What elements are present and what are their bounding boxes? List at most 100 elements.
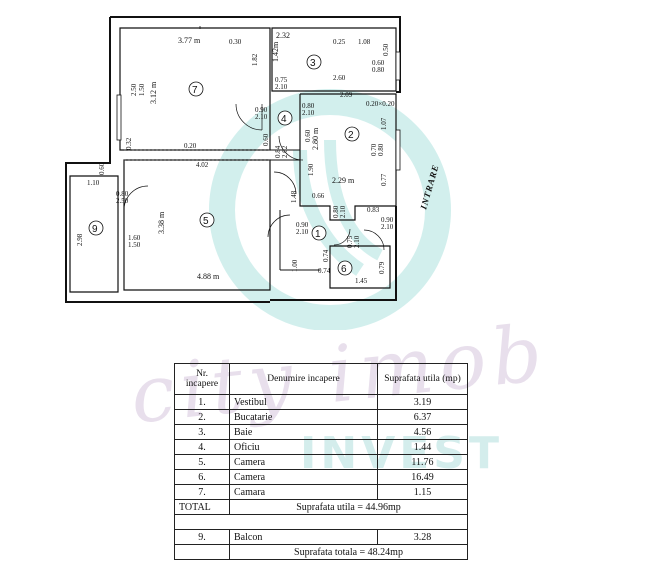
row-nr: 5. — [174, 454, 230, 470]
total-label: TOTAL — [174, 499, 230, 515]
grand-total-row: Suprafata totala = 48.24mp — [174, 544, 468, 560]
dim-r9-top: 1.10 — [87, 179, 100, 187]
room-number-4: 4 — [281, 114, 287, 125]
room-number-9: 9 — [92, 224, 98, 235]
grand-total-spacer — [174, 544, 230, 560]
dim-r5-left-small: 0.32 — [125, 137, 133, 150]
row-area: 3.19 — [377, 394, 468, 410]
dim-r5-top-small: 0.30 — [229, 38, 242, 46]
dim-r4-low-b: 0.66 — [312, 192, 325, 200]
row-name: Oficiu — [229, 439, 378, 455]
row-nr: 2. — [174, 409, 230, 425]
dim-r3-top: 2.32 — [276, 31, 290, 40]
table-row: 4. Oficiu 1.44 — [174, 439, 468, 455]
table-row: 2. Bucatarie 6.37 — [174, 409, 468, 425]
row-area: 1.44 — [377, 439, 468, 455]
dim-r3-top-b: 1.08 — [358, 38, 371, 46]
dim-r3-top-a: 0.25 — [333, 38, 346, 46]
dim-r4-door-b: 2.10 — [255, 113, 268, 121]
row-name: Camera — [229, 454, 378, 470]
dim-r4-door2-a: 0.80 — [302, 102, 315, 110]
dim-r5-window-a: 2.50 — [130, 83, 138, 96]
dim-r9-height: 2.98 — [76, 233, 84, 246]
dim-r3-right: 0.50 — [382, 43, 390, 56]
dim-r1-door-b: 2.10 — [296, 228, 309, 236]
row-nr: 7. — [174, 484, 230, 500]
balcony-row: 9. Balcon 3.28 — [174, 529, 468, 545]
dim-r6-top: 4.02 — [196, 161, 209, 169]
row-nr: 1. — [174, 394, 230, 410]
watermark-logo — [209, 89, 451, 330]
dim-r1-small-a: 0.74 — [322, 249, 330, 262]
room-number-2: 2 — [348, 130, 354, 141]
windows — [116, 26, 401, 171]
dim-r2-width: 2.29 m — [332, 176, 355, 185]
dim-r4-left-a: 0.60 — [262, 133, 270, 146]
dim-r6-height: 3.38 m — [157, 211, 166, 234]
dim-r4-vertical: 1.90 — [307, 163, 315, 176]
dim-r5-window-b: 1.50 — [138, 83, 146, 96]
dim-r5-bottom-small: 0.20 — [184, 142, 197, 150]
dim-r3-bottom: 2.60 — [333, 74, 346, 82]
spacer-row — [174, 514, 468, 530]
dim-r1-door2-a: 0.80 — [332, 205, 340, 218]
room-number-7: 6 — [341, 264, 347, 275]
dim-r2-win-b: 0.80 — [377, 143, 385, 156]
table-header-row: Nr. incapere Denumire incapere Suprafata… — [174, 363, 468, 395]
dim-r2-top: 2.09 — [340, 91, 353, 99]
dim-r2-top-small: 0.20×0.20 — [366, 100, 395, 108]
row-name: Vestibul — [229, 394, 378, 410]
floor-plan: 7 3 2 4 5 9 1 6 INTRARE 3.77 m 0.30 3.12… — [65, 16, 451, 330]
dim-r4-mid-a: 0.84 — [274, 145, 282, 158]
dim-r7-height: 0.79 — [378, 261, 386, 274]
row-area: 1.15 — [377, 484, 468, 500]
dim-r1-left: 1.00 — [291, 259, 299, 272]
dim-r2-right-a: 1.07 — [380, 117, 388, 130]
table-row: 6. Camera 16.49 — [174, 469, 468, 485]
header-name: Denumire incapere — [229, 363, 378, 395]
dim-r6-door-a: 0.80 — [116, 190, 129, 198]
dim-r6-left: 0.60 — [98, 162, 106, 175]
table-row: 3. Baie 4.56 — [174, 424, 468, 440]
dim-r3-win-a: 0.60 — [372, 59, 385, 67]
door-swings — [123, 103, 385, 251]
dim-r3-door-a: 0.75 — [275, 76, 288, 84]
row-name: Baie — [229, 424, 378, 440]
dash-lines — [124, 149, 270, 161]
dim-r2-win-a: 0.70 — [370, 143, 378, 156]
dim-r4-door2-b: 2.10 — [302, 109, 315, 117]
row-area: 16.49 — [377, 469, 468, 485]
header-area: Suprafata utila (mp) — [377, 363, 468, 395]
dim-r2-height: 2.80 m — [311, 127, 320, 150]
balcony-name: Balcon — [229, 529, 378, 545]
dim-r4-mid-b: 2.02 — [281, 145, 289, 158]
dim-r4-door-a: 0.90 — [255, 106, 268, 114]
dim-r3-door-b: 2.10 — [275, 83, 288, 91]
dim-r7-width: 1.45 — [355, 277, 368, 285]
row-area: 4.56 — [377, 424, 468, 440]
room-number-5: 7 — [192, 85, 198, 96]
dim-r4-left-b: 0.60 — [304, 129, 312, 142]
room-number-3: 3 — [310, 58, 316, 69]
dim-r1-entry-b: 2.10 — [381, 223, 394, 231]
dim-r3-win-b: 0.80 — [372, 66, 385, 74]
table-row: 1. Vestibul 3.19 — [174, 394, 468, 410]
dim-r7-door-b: 2.10 — [353, 235, 361, 248]
row-name: Camera — [229, 469, 378, 485]
dim-r6-win-b: 1.50 — [128, 241, 141, 249]
dim-r1-right: 0.83 — [367, 206, 380, 214]
row-area: 6.37 — [377, 409, 468, 425]
dim-r5-width: 3.77 m — [178, 36, 201, 45]
dim-r3-left: 1.42m — [271, 41, 280, 62]
balcony-nr: 9. — [174, 529, 230, 545]
dim-r6-door-b: 2.50 — [116, 197, 129, 205]
dim-r4-low: 1.48 — [290, 190, 298, 203]
grand-total-text: Suprafata totala = 48.24mp — [229, 544, 468, 560]
row-area: 11.76 — [377, 454, 468, 470]
row-nr: 6. — [174, 469, 230, 485]
header-nr: Nr. incapere — [174, 363, 230, 395]
dim-r5-height: 3.12 m — [149, 81, 158, 104]
room-number-6: 5 — [203, 216, 209, 227]
dim-r7-door-a: 0.75 — [346, 235, 354, 248]
row-name: Camara — [229, 484, 378, 500]
